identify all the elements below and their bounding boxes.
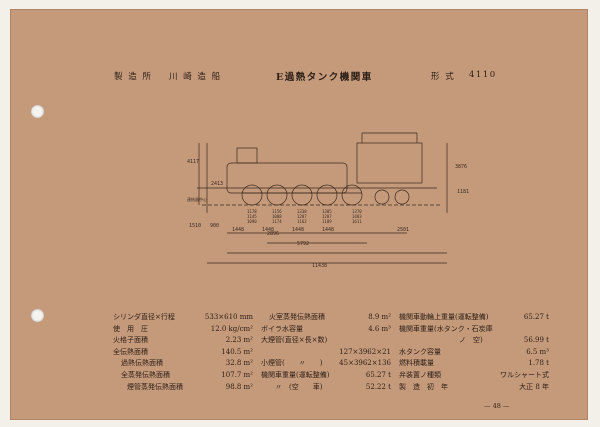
dim-spacing-3: 1448 bbox=[292, 227, 304, 233]
spec-row: 機関車重量(水タンク・石炭庫 bbox=[399, 324, 493, 333]
spec-row: 〃 (空 車)52.22 t bbox=[275, 382, 391, 391]
dim-total-length: 11438 bbox=[312, 263, 327, 269]
axle-dim-4a: 1305 bbox=[322, 209, 332, 214]
spec-column-3: 機関車動輪上重量(運転整備)65.27 t 機関車重量(水タンク・石炭庫 ノ 空… bbox=[399, 312, 549, 393]
axle-dim-4b: 1287 bbox=[322, 214, 332, 219]
axle-dim-5a: 1370 bbox=[352, 209, 362, 214]
dim-spacing-1: 1448 bbox=[232, 227, 244, 233]
dim-rear-wheelbase: 2896 bbox=[267, 231, 279, 237]
dim-spacing-2: 1448 bbox=[262, 227, 274, 233]
spec-row: 製 造 初 年大正 8 年 bbox=[399, 382, 549, 391]
axle-dim-5b: 1483 bbox=[352, 214, 362, 219]
axle-dim-1b: 1145 bbox=[247, 214, 257, 219]
page-number: — 48 — bbox=[484, 402, 510, 410]
dim-boiler-center: 2413 bbox=[211, 181, 223, 187]
dim-left-b: 900 bbox=[210, 223, 219, 229]
binder-hole-bottom bbox=[31, 309, 44, 322]
spec-card: 製 造 所 川 崎 造 船 E過熱タンク機関車 形 式 4110 bbox=[10, 9, 588, 420]
binder-hole-top bbox=[31, 105, 44, 118]
maker-name: 川 崎 造 船 bbox=[169, 72, 222, 82]
spec-row: 大煙管(直径×長×数) bbox=[261, 336, 328, 345]
axle-dim-2c: 1174 bbox=[272, 219, 282, 224]
dim-height-left: 4117 bbox=[187, 159, 199, 165]
type-label: 形 式 bbox=[431, 72, 456, 82]
dim-spacing-4: 1448 bbox=[322, 227, 334, 233]
dim-height-right: 3876 bbox=[455, 164, 467, 170]
axle-dim-3b: 1287 bbox=[297, 214, 307, 219]
dim-left-a: 1510 bbox=[189, 223, 201, 229]
type-number: 4110 bbox=[469, 70, 497, 80]
axle-dim-2a: 1156 bbox=[272, 209, 282, 214]
axle-dim-3a: 1338 bbox=[297, 209, 307, 214]
axle-dim-5c: 1611 bbox=[352, 219, 362, 224]
axle-dim-4c: 1189 bbox=[322, 219, 332, 224]
spec-row: 小煙管( 〃 )45×3962×136 bbox=[261, 359, 391, 368]
locomotive-drawing: 4117 2413 3876 1181 2896 5792 11438 2501… bbox=[187, 132, 469, 269]
rail-note: 連結器中心 bbox=[187, 196, 207, 202]
spec-row: 弁装置ノ種類ワルシャート式 bbox=[399, 370, 549, 379]
maker-label: 製 造 所 bbox=[114, 72, 153, 82]
spec-row: ノ 空)56.99 t bbox=[459, 336, 549, 345]
dim-rigid-wheelbase: 5792 bbox=[297, 241, 309, 247]
axle-dim-1c: 1090 bbox=[247, 219, 257, 224]
spec-row: 機関車動輪上重量(運転整備)65.27 t bbox=[399, 313, 549, 321]
axle-dim-1a: 1178 bbox=[247, 209, 257, 214]
spec-row: 127×3962×21 bbox=[339, 347, 391, 356]
page-title: E過熱タンク機関車 bbox=[276, 72, 373, 83]
spec-row: 機関車重量(運転整備)65.27 t bbox=[261, 370, 391, 379]
page-header: 製 造 所 川 崎 造 船 E過熱タンク機関車 形 式 4110 bbox=[11, 70, 589, 86]
axle-dim-2b: 1088 bbox=[272, 214, 282, 219]
axle-dim-3c: 1162 bbox=[297, 219, 307, 224]
dim-axle-height: 1181 bbox=[457, 189, 469, 195]
dim-rear-overhang: 2501 bbox=[397, 227, 409, 233]
